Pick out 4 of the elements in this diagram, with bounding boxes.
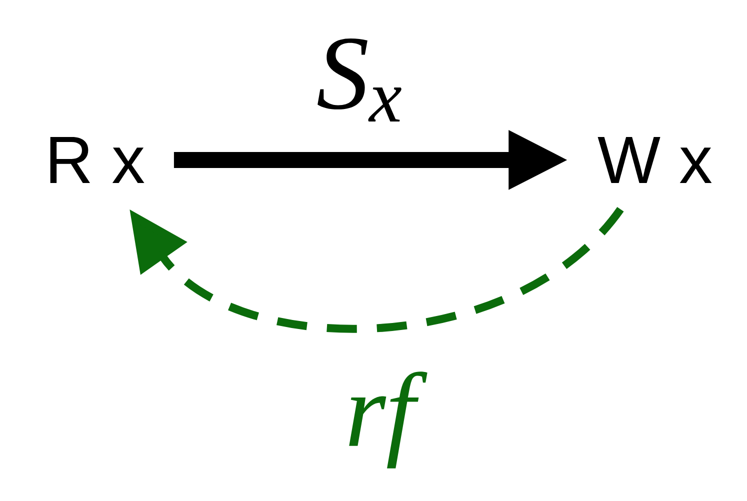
node-label: W x [598, 137, 712, 183]
edge-label: S$_{x}$ [318, 38, 402, 122]
edge-label: rf [349, 372, 428, 468]
node-label: R x [50, 137, 144, 183]
